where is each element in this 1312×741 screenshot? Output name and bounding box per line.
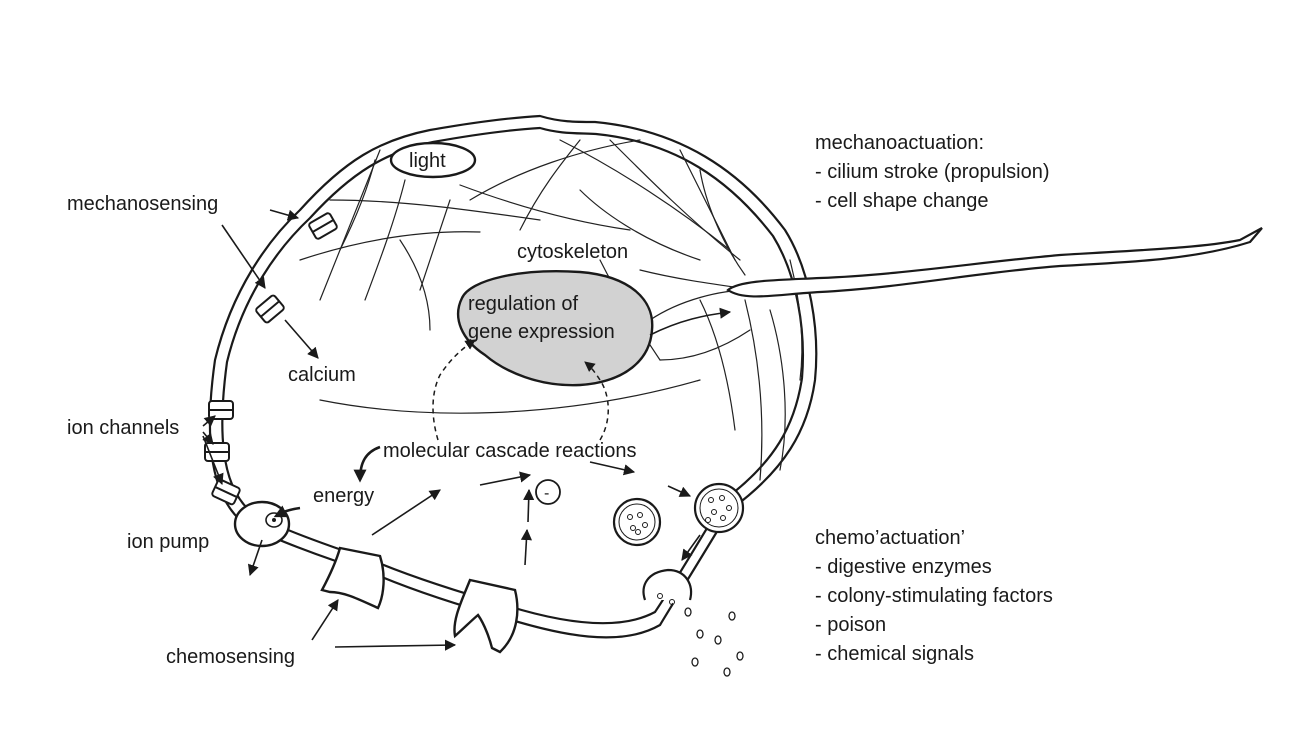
vesicles — [612, 482, 745, 605]
label-minus: - — [544, 485, 549, 502]
chemoactuation-item: - digestive enzymes — [815, 556, 992, 578]
light-receptor — [389, 141, 477, 179]
label-chemosensing: chemosensing — [166, 646, 295, 668]
chemoactuation-item: - chemical signals — [815, 643, 974, 665]
labels: light mechanosensing cytoskeleton regula… — [67, 132, 1053, 668]
mechanoactuation-item: - cell shape change — [815, 190, 988, 212]
label-nucleus-line2: gene expression — [468, 321, 615, 343]
label-mechanosensing: mechanosensing — [67, 193, 218, 215]
chemoactuation-item: - colony-stimulating factors — [815, 585, 1053, 607]
nucleus — [457, 270, 654, 387]
mechanoactuation-title: mechanoactuation: — [815, 132, 984, 154]
label-ion-channels: ion channels — [67, 417, 179, 439]
label-cascade: molecular cascade reactions — [383, 440, 636, 462]
chemoreceptor-2 — [453, 578, 519, 654]
secreted-particles — [684, 607, 744, 677]
mechanoactuation-item: - cilium stroke (propulsion) — [815, 161, 1050, 183]
chemoactuation-item: - poison — [815, 614, 886, 636]
chemoreceptor-1 — [320, 546, 385, 610]
chemoactuation-title: chemo’actuation’ — [815, 527, 965, 549]
arrows — [202, 209, 732, 651]
minus-ion — [535, 479, 561, 505]
label-energy: energy — [313, 485, 374, 507]
ion-channels — [204, 212, 338, 506]
label-nucleus-line1: regulation of — [468, 293, 579, 315]
label-cytoskeleton: cytoskeleton — [517, 241, 628, 263]
label-calcium: calcium — [288, 364, 356, 386]
label-ion-pump: ion pump — [127, 531, 209, 553]
label-light: light — [409, 150, 446, 172]
cilium — [726, 227, 1263, 298]
ion-pump — [233, 500, 291, 548]
